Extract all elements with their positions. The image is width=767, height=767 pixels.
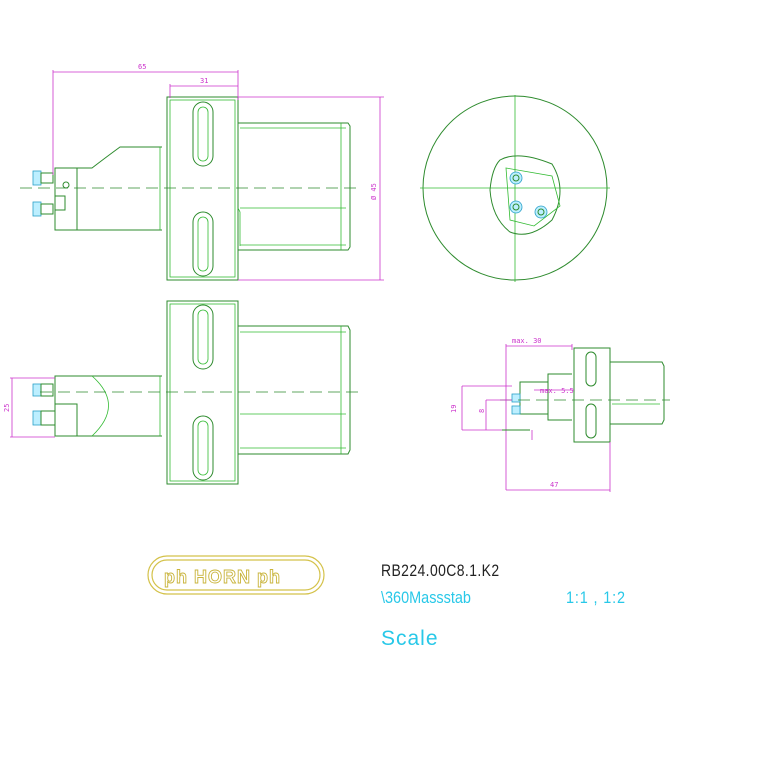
scale-label: \360Massstab (381, 588, 471, 607)
side-view-top: 65 31 Ø 45 (20, 63, 384, 281)
dim-left-side: 25 (3, 404, 11, 412)
front-view (420, 95, 610, 282)
dim-top-overall: 65 (138, 63, 146, 71)
side-view-bottom: 25 (3, 300, 362, 485)
logo-text: ph HORN ph (164, 567, 281, 587)
horn-logo: ph HORN ph (147, 555, 325, 595)
dim-max-length: max. 30 (512, 337, 542, 345)
dim-bottom-length: 47 (550, 481, 558, 489)
dim-height-inner: 8 (478, 409, 486, 413)
scaled-side-view: max. 30 max. 5.5 19 8 47 (450, 337, 670, 492)
scale-ratios: 1:1 , 1:2 (566, 588, 626, 607)
scale-word: Scale (381, 627, 439, 650)
part-number: RB224.00C8.1.K2 (381, 561, 500, 580)
dim-top-flange: 31 (200, 77, 208, 85)
dim-max-side: max. 5.5 (540, 387, 574, 395)
dim-right-diameter: Ø 45 (370, 183, 378, 200)
dim-height-outer: 19 (450, 405, 458, 413)
